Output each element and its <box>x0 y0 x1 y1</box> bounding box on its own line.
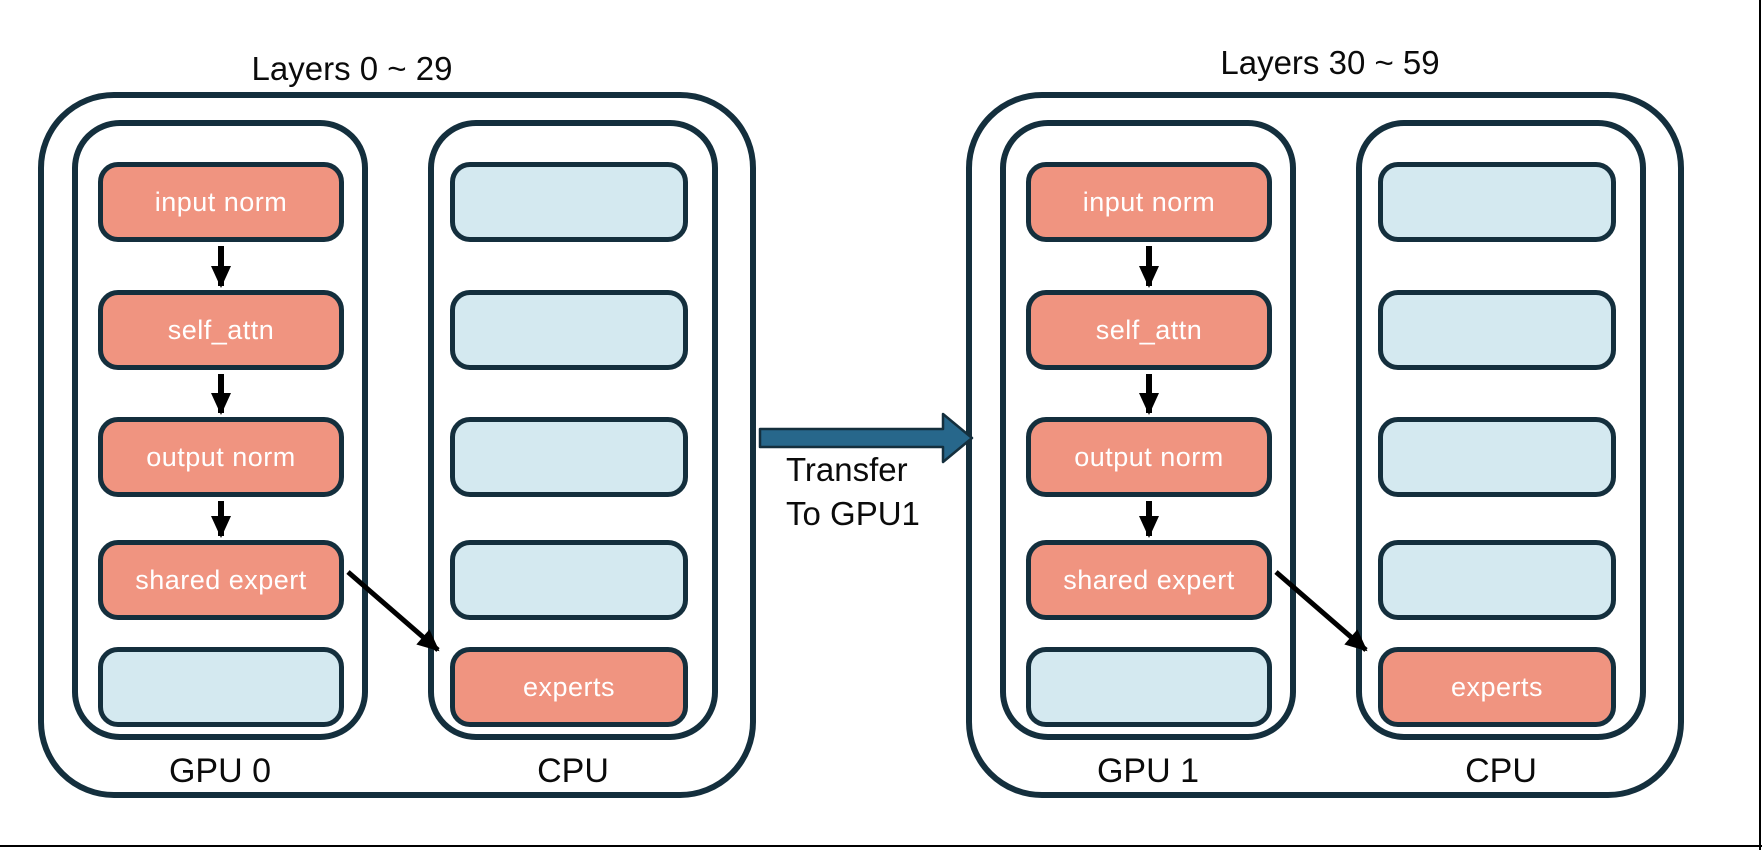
gpu0-input-norm-box: input norm <box>98 162 344 242</box>
cpu-right-experts-box: experts <box>1378 647 1616 727</box>
cpu-right-empty-box-4 <box>1378 540 1616 620</box>
slide-right-border <box>1759 0 1761 850</box>
cpu-right-label: CPU <box>1465 752 1537 790</box>
gpu0-self-attn-box: self_attn <box>98 290 344 370</box>
cpu-right-empty-box-3 <box>1378 417 1616 497</box>
gpu1-self-attn-box: self_attn <box>1026 290 1272 370</box>
gpu0-output-norm-box: output norm <box>98 417 344 497</box>
cpu-right-empty-box-1 <box>1378 162 1616 242</box>
cpu-left-empty-box-2 <box>450 290 688 370</box>
transfer-caption-line2: To GPU1 <box>786 495 920 532</box>
cpu-left-container: experts <box>428 120 718 740</box>
gpu0-label: GPU 0 <box>168 752 272 790</box>
cpu-right-empty-box-2 <box>1378 290 1616 370</box>
gpu0-empty-box <box>98 647 344 727</box>
cpu-left-experts-box: experts <box>450 647 688 727</box>
gpu1-output-norm-box: output norm <box>1026 417 1272 497</box>
slide-bottom-border <box>0 845 1762 847</box>
cpu-left-label: CPU <box>537 752 609 790</box>
layer-range-title-right: Layers 30 ~ 59 <box>1220 44 1440 81</box>
gpu1-empty-box <box>1026 647 1272 727</box>
gpu1-label: GPU 1 <box>1096 752 1200 790</box>
gpu0-shared-expert-box: shared expert <box>98 540 344 620</box>
cpu-left-empty-box-4 <box>450 540 688 620</box>
cpu-left-empty-box-1 <box>450 162 688 242</box>
gpu1-input-norm-box: input norm <box>1026 162 1272 242</box>
transfer-caption: Transfer To GPU1 <box>786 448 920 536</box>
gpu0-container: input norm self_attn output norm shared … <box>72 120 368 740</box>
layer-range-title-left: Layers 0 ~ 29 <box>251 50 453 87</box>
gpu1-shared-expert-box: shared expert <box>1026 540 1272 620</box>
transfer-caption-line1: Transfer <box>786 451 908 488</box>
cpu-right-container: experts <box>1356 120 1646 740</box>
gpu1-container: input norm self_attn output norm shared … <box>1000 120 1296 740</box>
cpu-left-empty-box-3 <box>450 417 688 497</box>
